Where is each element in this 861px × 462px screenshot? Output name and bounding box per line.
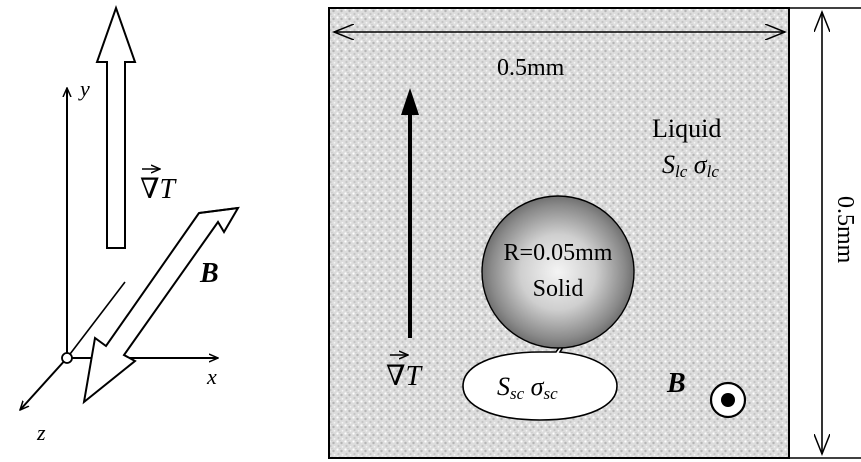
liquid-label: Liquid — [652, 114, 721, 143]
origin-point — [61, 352, 73, 364]
z-guide-line — [66, 281, 126, 359]
svg-text:∇T: ∇T — [140, 174, 178, 205]
x-axis-label: x — [206, 364, 217, 389]
b-label-left: B — [199, 258, 219, 289]
grad-t-label-right: ∇T — [386, 355, 424, 392]
b-field-hollow-arrow — [82, 206, 240, 405]
solid-particle — [481, 195, 635, 349]
b-label-right: B — [666, 368, 686, 399]
b-out-of-plane-icon — [709, 381, 747, 419]
width-dimension-label: 0.5mm — [497, 55, 565, 81]
z-axis-label: z — [36, 420, 46, 445]
coordinate-system: y x z ∇T B — [20, 4, 240, 445]
solid-properties-bubble — [462, 313, 618, 421]
y-axis-label: y — [78, 76, 90, 101]
solid-label: Solid — [533, 276, 584, 302]
particle-radius-label: R=0.05mm — [504, 240, 613, 266]
grad-t-hollow-arrow — [95, 4, 137, 249]
height-dimension-label: 0.5mm — [832, 196, 858, 264]
solid-properties: Ssc σsc — [497, 372, 558, 403]
grad-t-arrowhead-right — [401, 88, 419, 115]
liquid-properties: Slc σlc — [662, 150, 719, 181]
domain-box: 0.5mm 0.5mm Liquid Slc σlc ∇T Ssc σsc R=… — [328, 7, 861, 459]
grad-t-label-left: ∇T — [140, 169, 178, 205]
z-axis — [20, 357, 68, 410]
svg-text:∇T: ∇T — [386, 361, 424, 392]
